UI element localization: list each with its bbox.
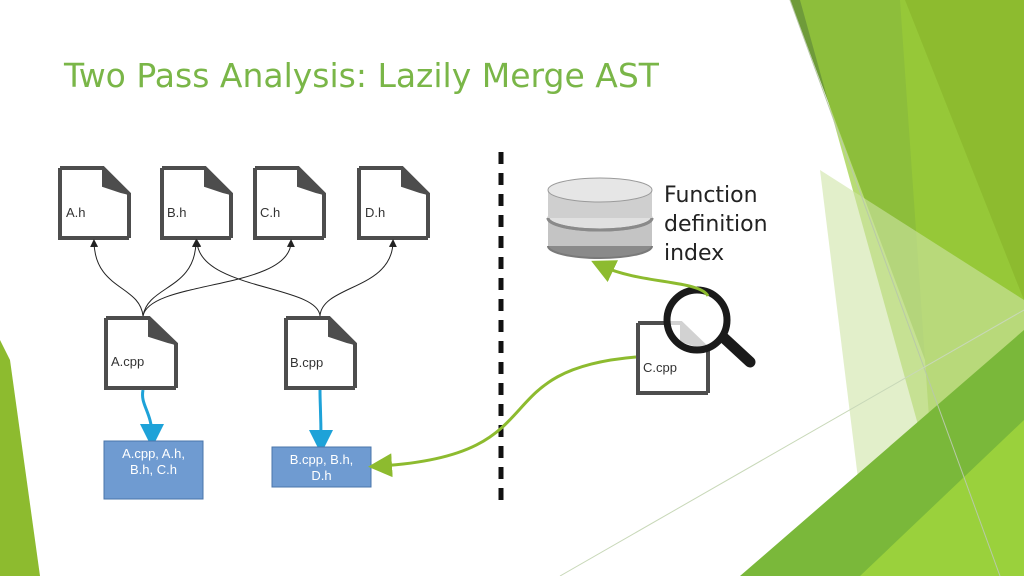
merged-box-b-line2: D.h [311,468,332,483]
merged-box-a-line2: B.h, C.h [130,462,177,477]
import-arrow [368,355,637,478]
function-index-label: Function definition index [664,181,768,268]
merged-box-a-line1: A.cpp, A.h, [122,446,185,461]
label-b-cpp: B.cpp [290,355,324,370]
dep-arrow-acpp-bh [142,239,200,317]
dep-arrow-acpp-ch [142,239,295,317]
dep-arrow-bcpp-dh [319,239,397,317]
index-line2: definition [664,212,768,237]
lookup-arrow [591,260,710,297]
index-line1: Function [664,183,758,208]
deco-thin-line-1 [789,0,1001,576]
file-icon-a-cpp [104,316,178,390]
label-c-cpp: C.cpp [643,360,677,375]
index-line3: index [664,241,725,266]
merge-arrow-b [308,389,333,454]
slide-title: Two Pass Analysis: Lazily Merge AST [64,56,659,95]
label-a-cpp: A.cpp [111,354,145,369]
file-icon-d-h [357,166,430,240]
label-d-h: D.h [365,205,386,220]
merged-box-a-text: A.cpp, A.h, B.h, C.h [104,446,203,478]
merged-box-a [103,440,204,500]
database-icon [546,177,654,259]
deco-thin-line-2 [559,309,1024,576]
merged-box-b [271,446,372,488]
deco-bottom-bright [860,420,1024,576]
file-icon-a-h [58,166,131,240]
merged-box-b-line1: B.cpp, B.h, [289,452,354,467]
file-icon-b-h [160,166,233,240]
label-c-h: C.h [260,205,281,220]
merge-arrow-a [139,389,164,448]
file-icon-c-h [253,166,326,240]
label-a-h: A.h [66,205,86,220]
file-icon-b-cpp [284,316,357,390]
merged-box-b-text: B.cpp, B.h, D.h [272,452,371,484]
deco-left-wedge [0,340,40,576]
label-b-h: B.h [167,205,187,220]
dep-arrow-bcpp-bh [193,239,321,317]
magnifier-icon [663,286,756,368]
dep-arrow-acpp-ah [90,239,144,317]
